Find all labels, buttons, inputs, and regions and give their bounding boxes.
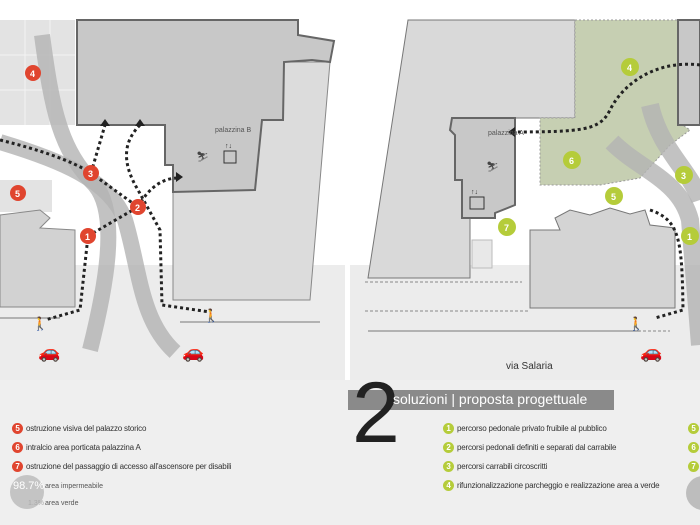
street-label: via Salaria (506, 361, 553, 372)
pedestrian-paths (509, 62, 700, 320)
marker: 5 (688, 423, 699, 434)
pedestrian-icon: 🚶 (203, 308, 219, 323)
svg-text:5: 5 (15, 189, 20, 199)
marker: 2 (443, 442, 454, 453)
area-pie-chart (10, 475, 44, 509)
legend-text: percorso pedonale privato fruibile al pu… (457, 424, 607, 433)
legend-text: intralcio area porticata palazzina A (26, 443, 141, 452)
legend-text: ostruzione del passaggio di accesso all'… (26, 462, 232, 471)
section-number: 2 (352, 365, 400, 461)
marker: 6 (12, 442, 23, 453)
red-markers: 4 3 5 2 1 (10, 65, 146, 244)
impermeable-pct: 98.7% (13, 480, 45, 492)
svg-text:↑↓: ↑↓ (225, 143, 232, 150)
elevator-icon: ↑↓ (223, 143, 237, 164)
vehicle-flow (0, 134, 181, 358)
title-solutions: soluzioni (393, 391, 448, 407)
car-icon: 🚗 (38, 342, 60, 362)
svg-text:6: 6 (569, 156, 574, 166)
marker: 4 (443, 480, 454, 491)
marker: 5 (12, 423, 23, 434)
green-pct: 1.3% (28, 500, 44, 507)
building-label: palazzina A (488, 130, 524, 137)
svg-text:7: 7 (504, 223, 509, 233)
svg-text:1: 1 (85, 232, 90, 242)
building-label: palazzina B (215, 127, 252, 134)
right-site-plan: palazzina A ↑↓ ⛷ 4 6 3 5 7 1 🚶 🚗 via Sal… (365, 19, 700, 372)
pedestrian-paths (0, 123, 211, 322)
area-pie-chart-right (686, 476, 700, 510)
section-title-bar (348, 390, 614, 410)
historic-building (0, 209, 76, 308)
marker: 6 (688, 442, 699, 453)
green-markers: 4 6 3 5 7 1 (498, 58, 699, 245)
pedestrian-icon: 🚶 (32, 316, 48, 331)
marker: 1 (443, 423, 454, 434)
section-title: soluzioni | proposta progettuale (393, 391, 587, 407)
svg-text:1: 1 (687, 232, 692, 242)
legend-text: ostruzione visiva del palazzo storico (26, 424, 147, 433)
title-separator: | (451, 391, 456, 407)
building-palazzina-a (448, 117, 516, 219)
car-icon: 🚗 (182, 342, 204, 362)
lower-building (529, 207, 676, 309)
site-plans: palazzina B ↑↓ ⛷ 4 3 5 2 1 🚶 🚶 🚗 🚗 (0, 0, 700, 380)
elevator-icon: ↑↓ (469, 189, 485, 210)
svg-text:4: 4 (627, 63, 632, 73)
title-proposal: proposta progettuale (458, 391, 588, 407)
vehicle-flow (605, 135, 700, 346)
left-site-plan: palazzina B ↑↓ ⛷ 4 3 5 2 1 🚶 🚶 🚗 🚗 (0, 19, 336, 362)
legend-text: percorsi carrabili circoscritti (457, 462, 548, 471)
svg-text:2: 2 (135, 203, 140, 213)
building-palazzina-b (76, 19, 336, 194)
svg-text:5: 5 (611, 192, 616, 202)
stairs-icon: ⛷ (196, 151, 209, 163)
marker: 3 (443, 461, 454, 472)
marker: 7 (688, 461, 699, 472)
legend-text: percorsi pedonali definiti e separati da… (457, 443, 617, 452)
stairs-icon: ⛷ (486, 161, 499, 173)
svg-text:3: 3 (88, 169, 93, 179)
impermeable-label: area impermeabile (45, 483, 103, 490)
pedestrian-icon: 🚶 (628, 316, 644, 331)
svg-text:3: 3 (681, 171, 686, 181)
svg-text:↑↓: ↑↓ (471, 189, 478, 196)
marker: 7 (12, 461, 23, 472)
legend-text: rifunzionalizzazione parcheggio e realiz… (457, 481, 660, 490)
green-label: area verde (45, 500, 79, 507)
svg-text:4: 4 (30, 69, 35, 79)
car-icon: 🚗 (640, 342, 662, 362)
vehicle-flow (641, 102, 700, 204)
